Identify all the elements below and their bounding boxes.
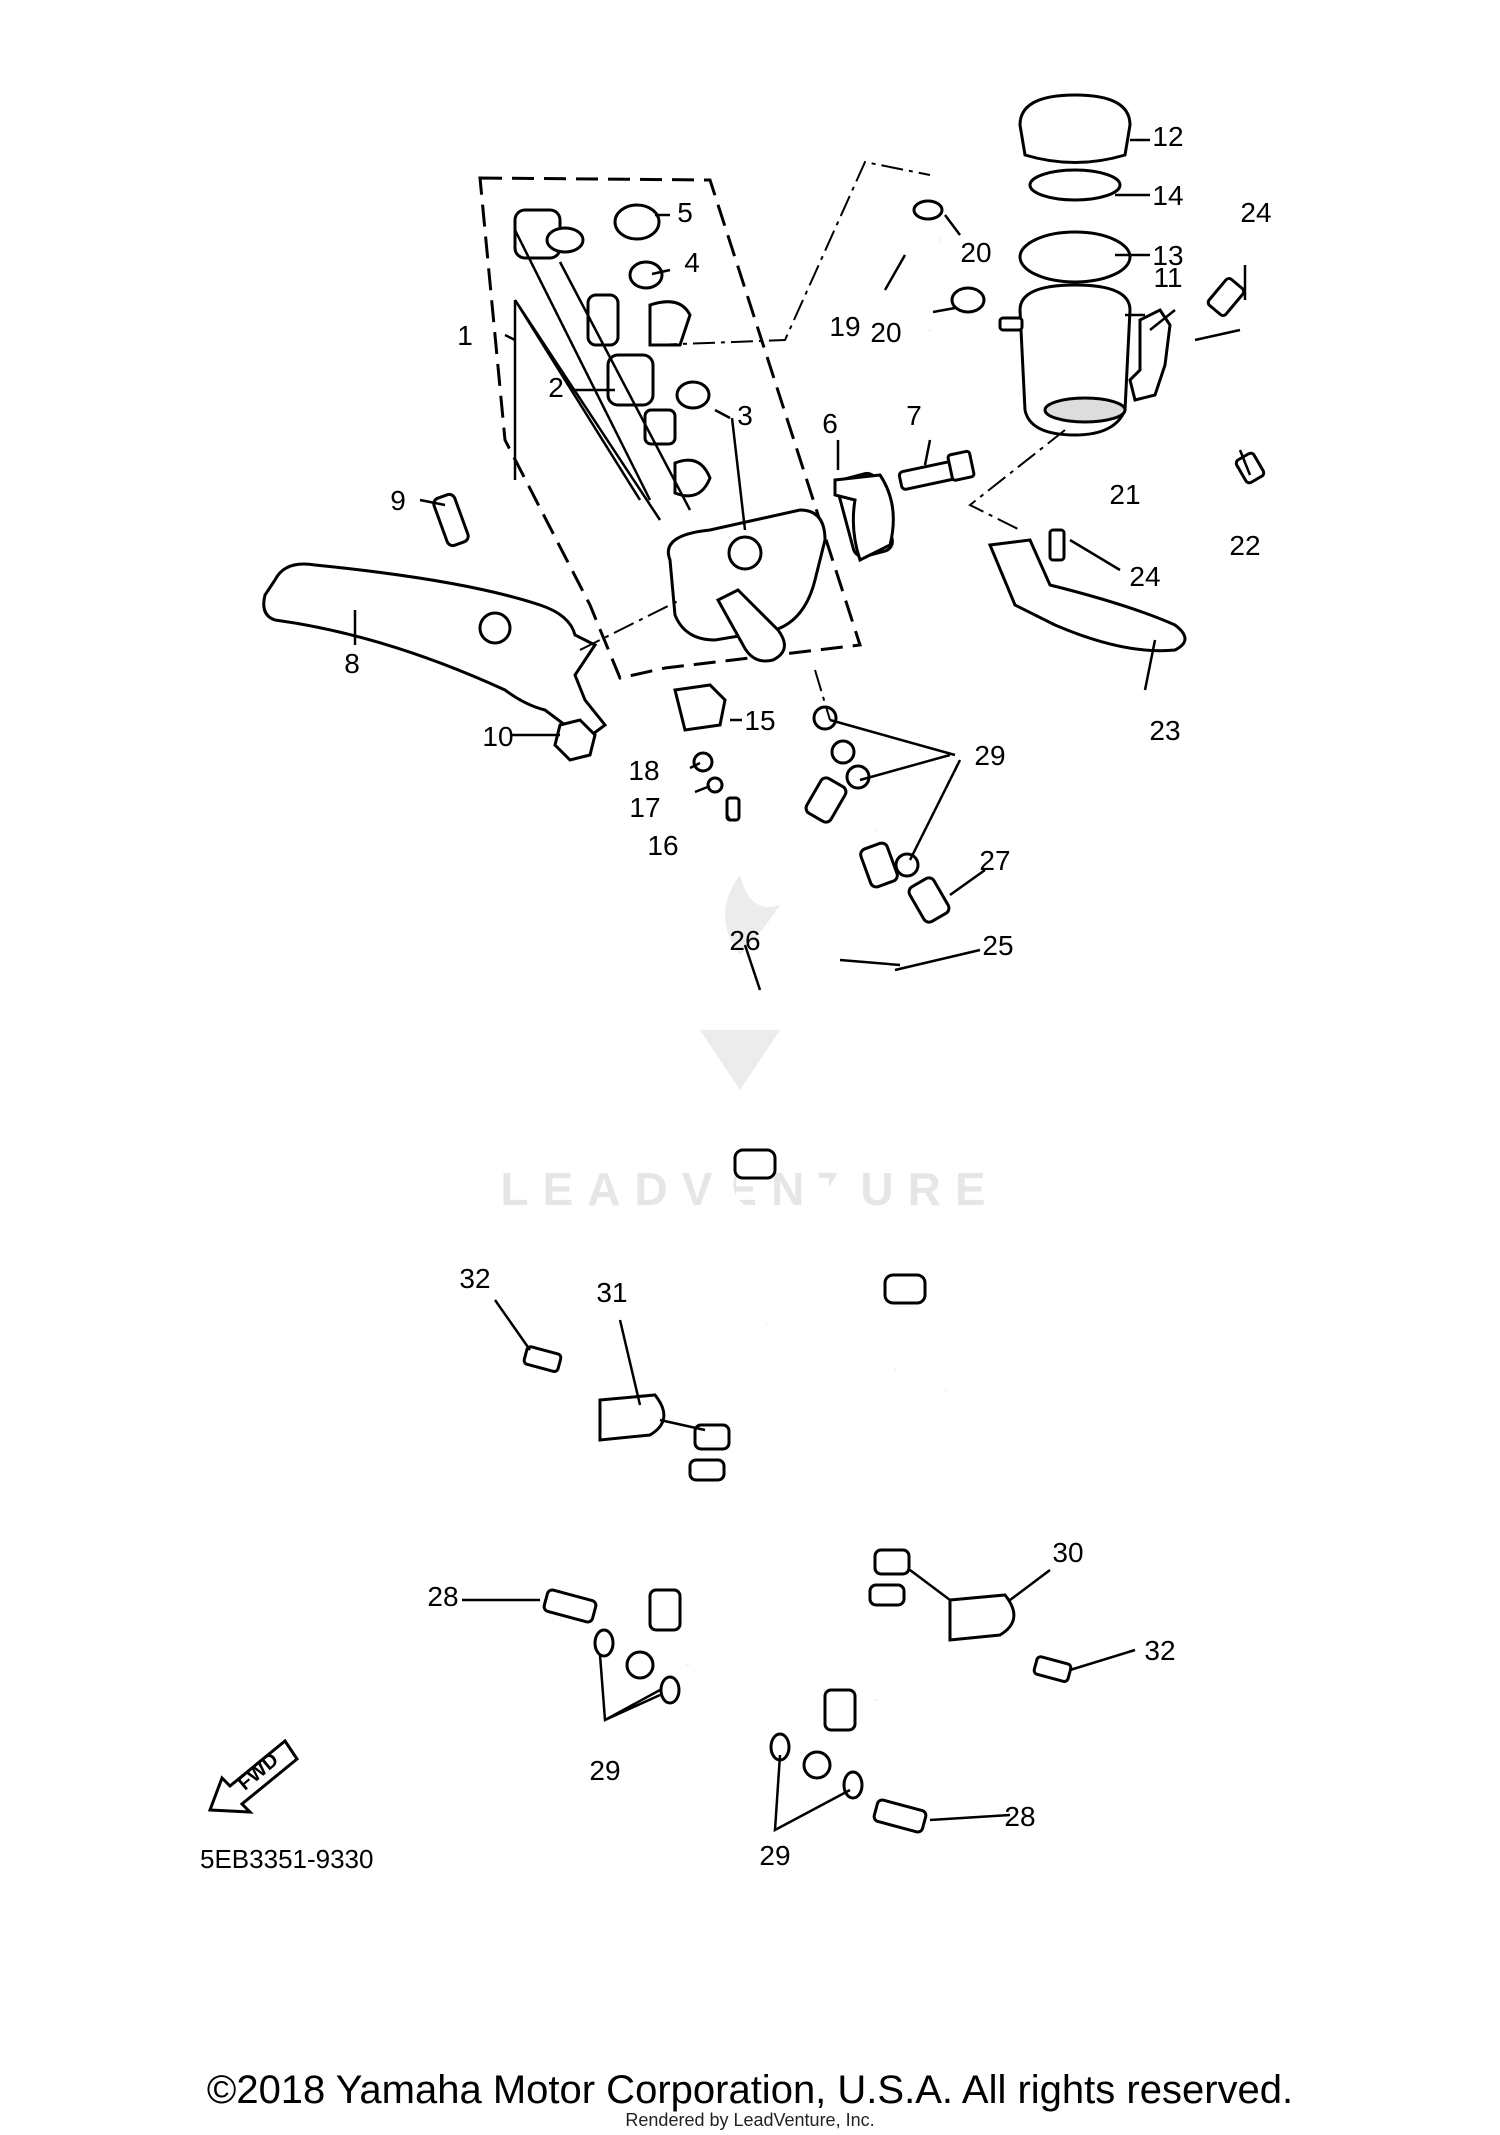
callout-9: 9 xyxy=(390,485,406,516)
master-cylinder-kit-parts xyxy=(513,203,712,511)
kit-boundary xyxy=(478,176,862,680)
callout-23: 23 xyxy=(1149,715,1180,746)
reservoir-assembly xyxy=(998,93,1132,437)
callout-12: 12 xyxy=(1152,121,1183,152)
callout-15: 15 xyxy=(744,705,775,736)
callout-26: 26 xyxy=(729,925,760,956)
callout-30: 30 xyxy=(1052,1537,1083,1568)
callout-24-lower: 24 xyxy=(1129,561,1160,592)
callout-8: 8 xyxy=(344,648,360,679)
callout-32-right: 32 xyxy=(1144,1635,1175,1666)
clamp-holder xyxy=(833,449,976,563)
callout-29-right: 29 xyxy=(759,1840,790,1871)
callout-4: 4 xyxy=(684,247,700,278)
callout-6: 6 xyxy=(822,408,838,439)
brake-lever xyxy=(262,562,608,742)
leader-lines xyxy=(353,138,1252,1833)
callout-1: 1 xyxy=(457,320,473,351)
callout-3: 3 xyxy=(737,400,753,431)
callout-18: 18 xyxy=(628,755,659,786)
callout-11: 11 xyxy=(1153,262,1182,293)
callout-22: 22 xyxy=(1229,530,1260,561)
callout-28-left: 28 xyxy=(427,1581,458,1612)
callout-32-left: 32 xyxy=(459,1263,490,1294)
callout-29-upper: 29 xyxy=(974,740,1005,771)
callout-16: 16 xyxy=(647,830,678,861)
callout-14: 14 xyxy=(1152,180,1183,211)
lever-pivot xyxy=(432,492,597,762)
copyright-notice: ©2018 Yamaha Motor Corporation, U.S.A. A… xyxy=(206,2068,1294,2112)
callout-5: 5 xyxy=(677,197,693,228)
callout-27: 27 xyxy=(979,845,1010,876)
callout-2: 2 xyxy=(548,372,564,403)
fwd-arrow: FWD xyxy=(207,1738,300,1814)
brake-light-switch xyxy=(673,683,741,822)
upper-union-bolt xyxy=(812,705,951,924)
reservoir-stay xyxy=(987,538,1187,653)
reservoir-hose xyxy=(894,199,986,335)
callout-13: 13 xyxy=(1152,240,1183,271)
callout-29-left: 29 xyxy=(589,1755,620,1786)
upper-brake-hoses xyxy=(713,776,927,1375)
callout-labels: 1 2 3 4 5 6 7 8 9 10 11 12 13 14 15 16 1… xyxy=(344,121,1271,1871)
callout-24-upper: 24 xyxy=(1240,197,1271,228)
lower-brake-hoses xyxy=(625,1319,955,1780)
callout-20-lower: 20 xyxy=(870,317,901,348)
callout-10: 10 xyxy=(482,721,513,752)
callout-7: 7 xyxy=(906,400,922,431)
callout-31: 31 xyxy=(596,1277,627,1308)
diagram-code: 5EB3351-9330 xyxy=(200,1844,373,1874)
callout-25: 25 xyxy=(982,930,1013,961)
callout-17: 17 xyxy=(629,792,660,823)
callout-20-upper: 20 xyxy=(960,237,991,268)
rendered-by-notice: Rendered by LeadVenture, Inc. xyxy=(625,2110,875,2130)
callout-19: 19 xyxy=(829,311,860,342)
master-cylinder-body xyxy=(667,471,894,663)
callout-21: 21 xyxy=(1109,479,1140,510)
callout-28-right: 28 xyxy=(1004,1801,1035,1832)
